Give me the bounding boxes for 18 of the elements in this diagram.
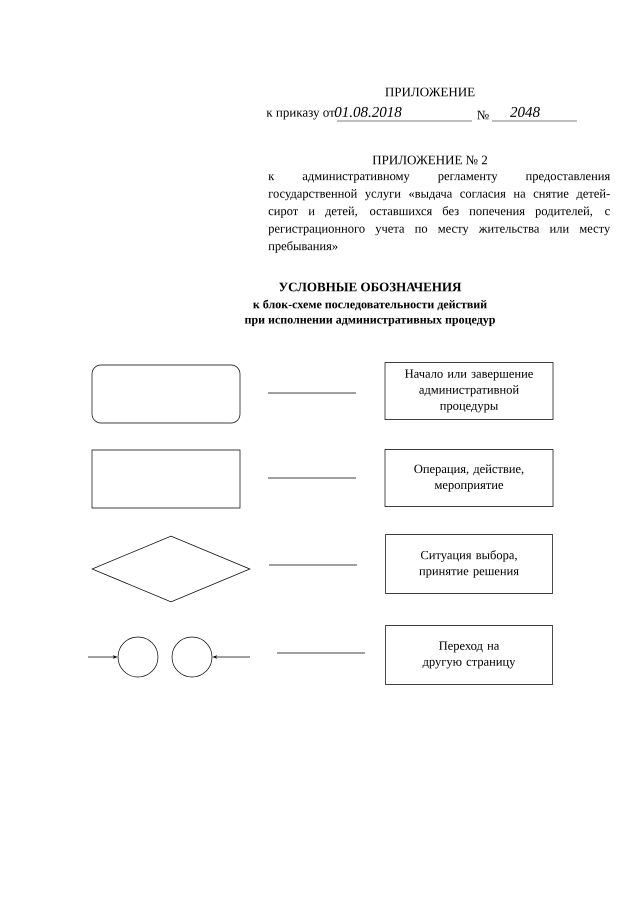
title-text: УСЛОВНЫЕ ОБОЗНАЧЕНИЯ [278, 282, 462, 292]
number-sign: № [477, 110, 489, 120]
description-box: Переход на другую страницу [385, 625, 553, 685]
description-box: Начало или завершение административной процедуры [384, 362, 554, 420]
description-box: Ситуация выбора, принятие решения [385, 534, 553, 594]
heading-text: ПРИЛОЖЕНИЕ № 2 [372, 156, 488, 164]
heading-text: ПРИЛОЖЕНИЕ [385, 88, 474, 96]
rounded-box [92, 364, 240, 424]
handwritten-date: 01.08.2018 [334, 106, 402, 118]
description-box: Операция, действие, мероприятие [384, 449, 554, 507]
subtitle-text: к блок-схеме последовательности действий [253, 300, 487, 310]
subtitle-text: при исполнении административных процедур [244, 318, 495, 326]
box-shape [92, 450, 240, 508]
handwritten-number: 2048 [510, 106, 540, 118]
paragraph-text: к административному регламенту предоставления государственной услуги «выдача согласия на снятие детей-сирот и детей, оставшихся без попечения родителей, с регистрационного учета по месту жительства или месту пребывания» [268, 174, 610, 253]
connector-circle [172, 636, 212, 678]
reference-text: к приказу от [266, 110, 335, 120]
connector-circle [118, 636, 158, 678]
